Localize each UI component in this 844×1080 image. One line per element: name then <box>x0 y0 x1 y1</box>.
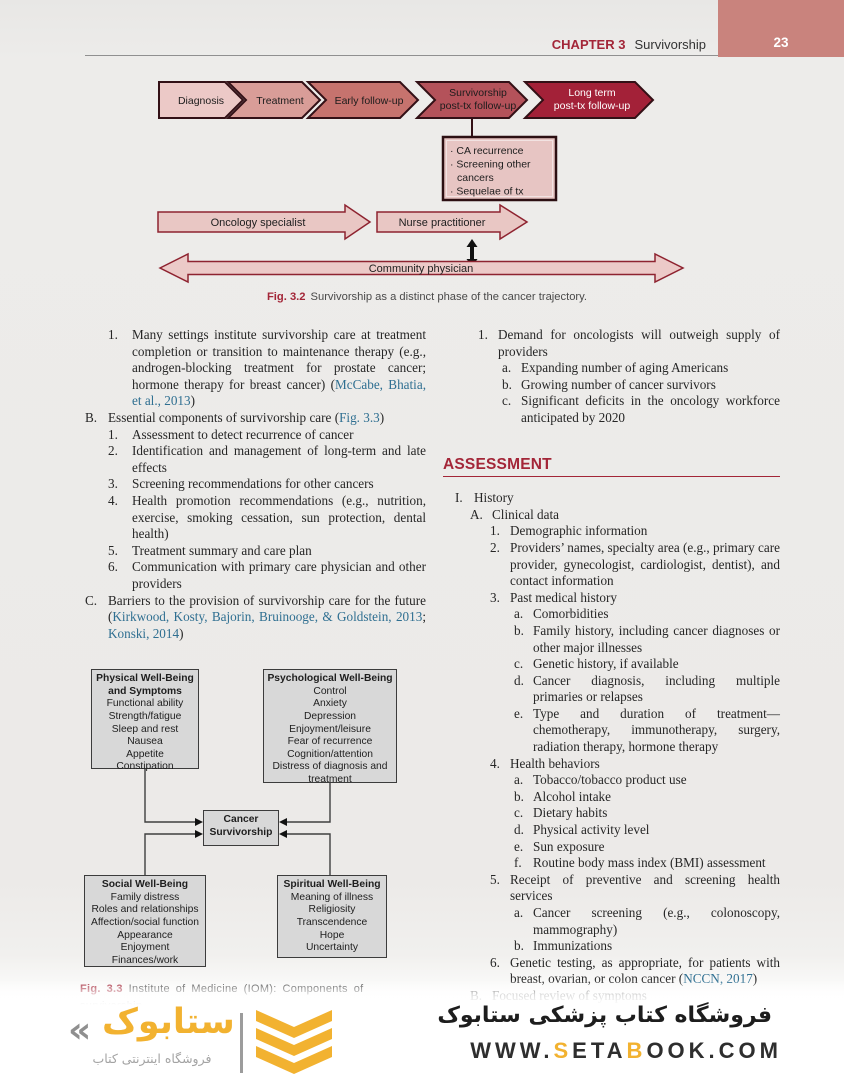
list-item: d.Cancer diagnosis, including multiple p… <box>514 672 780 705</box>
list-item: A.Clinical data <box>470 506 560 522</box>
chevron-label: Long term <box>568 87 616 99</box>
list-item: e.Type and duration of treatment—chemoth… <box>514 705 780 755</box>
list-item: b.Alcohol intake <box>514 788 612 804</box>
guillemet-icon: « <box>68 1010 92 1051</box>
store-title-fa: فروشگاه کتاب پزشکی ستابوک <box>437 1003 772 1028</box>
chevron-diagnosis <box>158 81 245 119</box>
list-item: 3.Screening recommendations for other ca… <box>108 476 374 492</box>
callout-box <box>441 135 558 202</box>
fig-3-2-caption-text: Survivorship as a distinct phase of the … <box>311 291 588 303</box>
page-number: 23 <box>773 35 789 50</box>
callout-line: · Sequelae of tx <box>450 186 524 198</box>
chevron-label: Diagnosis <box>178 95 224 107</box>
callout-box-inner-border <box>446 140 553 197</box>
citation-link[interactable]: Kirkwood, Kosty, Bajorin, Bruinooge, & G… <box>112 609 423 625</box>
list-item: a.Expanding number of aging Americans <box>502 360 729 376</box>
assessment-heading: ASSESSMENT <box>443 456 780 478</box>
double-headed-arrow-icon <box>466 239 478 267</box>
list-item: 6.Communication with primary care physic… <box>108 559 426 591</box>
oncology-specialist-label: Oncology specialist <box>211 217 306 229</box>
logo-tagline-fa: فروشگاه اینترنتی کتاب <box>92 1051 212 1066</box>
chevron-label: post-tx follow-up <box>440 100 517 112</box>
nurse-practitioner-arrow <box>376 203 529 241</box>
list-item: 4.Health promotion recommendations (e.g.… <box>108 492 426 542</box>
community-physician-arrow <box>158 252 685 284</box>
list-item: 2.Providers’ names, specialty area (e.g.… <box>490 539 780 589</box>
nurse-practitioner-label: Nurse practitioner <box>399 217 486 229</box>
arrowhead-icon <box>195 830 203 839</box>
running-header: CHAPTER 3 Survivorship <box>552 37 706 52</box>
list-item: B.Essential components of survivorship c… <box>85 409 385 425</box>
fig-3-3-connectors <box>144 769 331 876</box>
list-item: 4.Health behaviors <box>490 755 600 771</box>
list-item: c.Dietary habits <box>514 805 608 821</box>
callout-line: · Screening other <box>450 159 531 171</box>
citation-link[interactable]: Konski, 2014 <box>108 625 180 641</box>
citation-link[interactable]: McCabe, Bhatia, et al., 2013 <box>132 376 426 409</box>
arrowhead-icon <box>279 830 287 839</box>
chevrons-emblem-icon <box>256 1010 332 1074</box>
header-rule <box>85 55 718 56</box>
list-item: 5.Receipt of preventive and screening he… <box>490 871 780 904</box>
list-item: a.Comorbidities <box>514 606 609 622</box>
chevron-label: Early follow-up <box>335 95 404 107</box>
list-item: d.Physical activity level <box>514 822 650 838</box>
list-item: 1.Assessment to detect recurrence of can… <box>108 426 354 442</box>
list-item: b.Immunizations <box>514 938 613 954</box>
page-number-tab: 23 <box>718 0 844 57</box>
list-item: a.Tobacco/tobacco product use <box>514 772 687 788</box>
list-item: b.Family history, including cancer diagn… <box>514 622 780 655</box>
setabook-logo-fa: ستابوک <box>102 1002 235 1042</box>
left-column: 1.Many settings institute survivorship c… <box>80 327 426 1014</box>
list-item: 1.Demand for oncologists will outweigh s… <box>478 327 780 359</box>
arrowhead-icon <box>195 818 203 827</box>
list-item: c.Genetic history, if available <box>514 656 679 672</box>
citation-link[interactable]: NCCN, 2017 <box>683 971 753 987</box>
oncology-specialist-arrow <box>157 203 372 241</box>
chevron-label: Survivorship <box>449 87 507 99</box>
fig-3-2-diagram: Diagnosis Treatment Early follow-up Surv… <box>157 81 685 303</box>
website-url: WWW.SETABOOK.COM <box>470 1038 782 1063</box>
arrowhead-icon <box>279 818 287 827</box>
figure-reference-link[interactable]: Fig. 3.3 <box>339 409 380 425</box>
chevron-early-followup <box>305 81 420 119</box>
list-item: 1.Many settings institute survivorship c… <box>108 327 426 409</box>
list-item: 2.Identification and management of long-… <box>108 443 426 475</box>
chapter-number: CHAPTER 3 <box>551 37 626 52</box>
list-item: e.Sun exposure <box>514 838 605 854</box>
right-column: 1.Demand for oncologists will outweigh s… <box>443 327 780 1005</box>
callout-line: cancers <box>457 172 494 184</box>
fig-3-2-caption-label: Fig. 3.2 <box>267 291 306 303</box>
watermark-footer: « ستابوک فروشگاه اینترنتی کتاب فروشگاه ک… <box>0 1002 844 1080</box>
list-item: c.Significant deficits in the oncology w… <box>502 393 780 425</box>
logo-divider <box>240 1013 243 1073</box>
list-item: f.Routine body mass index (BMI) assessme… <box>514 855 766 871</box>
chevron-longterm <box>522 81 655 119</box>
list-item: 5.Treatment summary and care plan <box>108 542 312 558</box>
chevron-treatment <box>225 81 322 119</box>
chevron-label: Treatment <box>256 95 304 107</box>
list-item: b.Growing number of cancer survivors <box>502 376 716 392</box>
list-item: 6.Genetic testing, as appropriate, for p… <box>490 954 780 987</box>
community-physician-label: Community physician <box>369 263 474 275</box>
chevron-survivorship <box>414 81 529 119</box>
list-item: I.History <box>455 490 514 506</box>
list-item: a.Cancer screening (e.g., colonoscopy, m… <box>514 905 780 937</box>
list-item: 3.Past medical history <box>490 589 617 605</box>
callout-line: · CA recurrence <box>450 145 524 157</box>
list-item: 1.Demographic information <box>490 523 648 539</box>
chapter-title: Survivorship <box>634 37 706 52</box>
chevron-label: post-tx follow-up <box>554 100 631 112</box>
list-item: C.Barriers to the provision of survivors… <box>85 592 426 641</box>
